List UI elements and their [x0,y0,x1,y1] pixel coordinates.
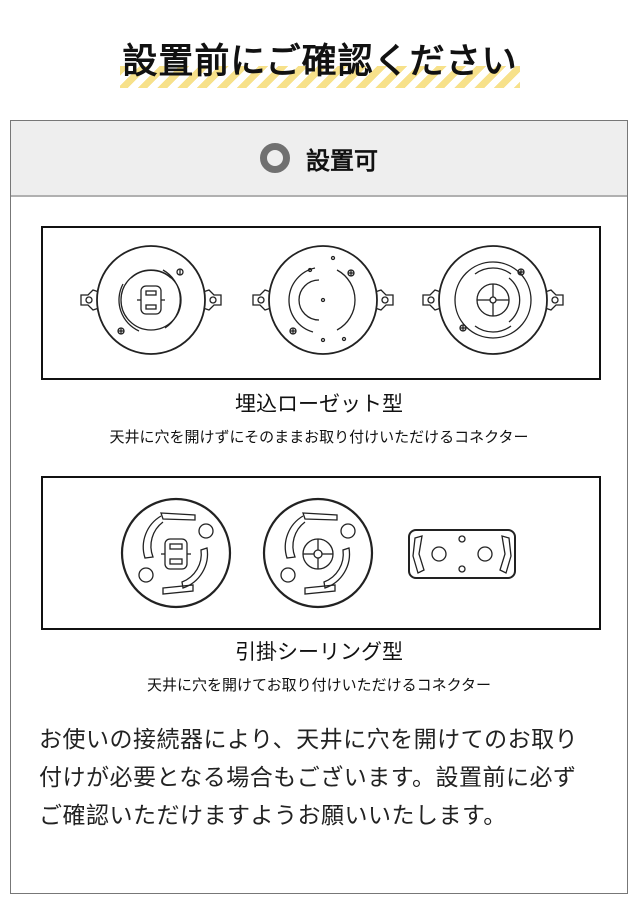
page-title: 設置前にご確認ください [122,42,518,82]
embedded-rosette-icon-2 [252,245,394,355]
installation-note: お使いの接続器により、天井に穴を開けてのお取り付けが必要となる場合もございます。… [39,727,579,829]
embedded-rosette-icon-3 [422,245,564,355]
hook-ceiling-rect-icon [408,529,516,579]
section-description-embedded-rosette: 天井に穴を開けずにそのままお取り付けいただけるコネクター [109,428,529,446]
panel-header: 設置可 [11,121,627,197]
hook-ceiling-icon-1 [120,497,232,609]
section-description-hook-ceiling: 天井に穴を開けてお取り付けいただけるコネクター [147,676,491,694]
installation-panel: 設置可 [10,120,628,894]
hook-ceiling-diagram-box [41,476,601,630]
hook-ceiling-icon-2 [262,497,374,609]
heading-stripe-decoration [120,66,520,88]
embedded-rosette-diagram-box [41,226,601,380]
panel-header-label: 設置可 [306,146,378,175]
section-title-embedded-rosette: 埋込ローゼット型 [235,392,403,416]
page-heading: 設置前にご確認ください [0,36,640,96]
circle-ok-icon [260,143,290,173]
section-title-hook-ceiling: 引掛シーリング型 [235,640,403,664]
embedded-rosette-icon-1 [80,245,222,355]
